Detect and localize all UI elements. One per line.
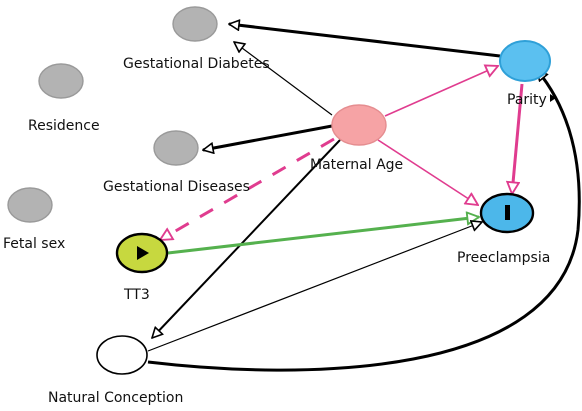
label-residence: Residence [28,118,100,134]
label-tt3: TT3 [123,287,150,303]
edge-parity-to-preeclampsia [512,83,524,194]
nodes [7,6,551,375]
node-gestational-diseases[interactable] [153,130,199,166]
small-arrowhead-near-parity [550,94,556,102]
edge-maternal-age-to-natural-conception [152,139,341,338]
label-parity: Parity [507,92,547,108]
node-parity[interactable] [499,40,551,82]
label-maternal-age: Maternal Age [310,157,403,173]
node-residence[interactable] [38,63,84,99]
label-gestational-diseases: Gestational Diseases [103,179,250,195]
label-gestational-diabetes: Gestational Diabetes [123,56,270,72]
edge-maternal-age-to-preeclampsia [377,139,478,205]
outcome-play-icon [137,246,149,260]
edge-natural-conception-to-parity [147,70,581,372]
node-fetal-sex[interactable] [7,187,53,223]
edge-natural-conception-to-preeclampsia [147,222,482,352]
label-preeclampsia: Preeclampsia [457,250,550,266]
edge-parity-to-gestational-diabetes [229,24,501,58]
node-gestational-diabetes[interactable] [172,6,218,42]
node-maternal-age[interactable] [331,104,387,146]
edges [147,24,581,372]
edge-tt3-to-preeclampsia [167,217,479,255]
edge-maternal-age-to-gestational-diseases [203,124,333,150]
label-natural-conception: Natural Conception [48,390,183,406]
label-fetal-sex: Fetal sex [3,236,65,252]
node-natural-conception[interactable] [96,335,148,375]
edge-maternal-age-to-parity [384,66,498,117]
edge-maternal-age-to-tt3 [160,137,335,242]
edge-maternal-age-to-gestational-diabetes [234,42,333,116]
labels: Gestational Diabetes Residence Gestation… [3,56,550,406]
exposure-bar-icon [505,205,510,220]
